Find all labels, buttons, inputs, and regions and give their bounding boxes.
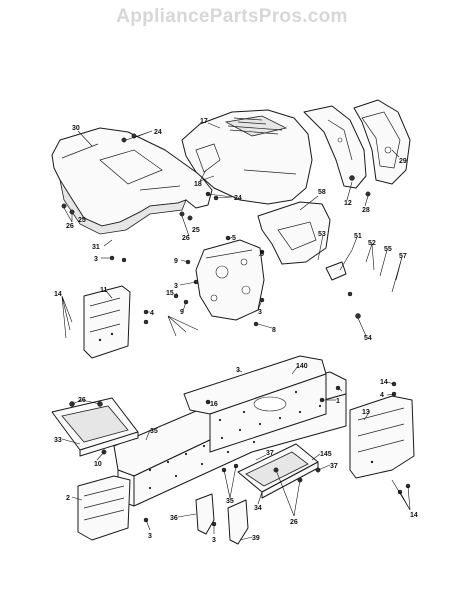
callout-26: 26	[78, 397, 86, 404]
callout-34: 34	[254, 505, 262, 512]
callout-18: 18	[194, 181, 202, 188]
callout-26: 26	[66, 223, 74, 230]
callout-145: 145	[320, 451, 332, 458]
callout-140: 140	[296, 363, 308, 370]
callout-51: 51	[354, 233, 362, 240]
callout-14: 14	[410, 512, 418, 519]
callout-36: 36	[170, 515, 178, 522]
callout-29: 29	[399, 158, 407, 165]
leader-lines	[61, 122, 411, 541]
callout-2: 2	[66, 495, 70, 502]
callout-35: 35	[150, 428, 158, 435]
part-39-bracket[interactable]	[227, 499, 249, 545]
callout-53: 53	[318, 231, 326, 238]
callout-24: 24	[154, 129, 162, 136]
callout-33: 33	[54, 437, 62, 444]
callout-1: 1	[336, 398, 340, 405]
part-11-side-panel-left[interactable]	[83, 285, 131, 359]
callout-3: 3	[94, 256, 98, 263]
callout-52: 52	[368, 240, 376, 247]
callout-25: 25	[78, 217, 86, 224]
callout-17: 17	[200, 118, 208, 125]
callout-28: 28	[362, 207, 370, 214]
callout-13: 13	[362, 409, 370, 416]
callout-3: 3	[236, 367, 240, 374]
callout-37: 37	[266, 450, 274, 457]
part-33-footrest-left[interactable]	[51, 397, 139, 457]
callout-31: 31	[92, 244, 100, 251]
callout-25: 25	[192, 227, 200, 234]
part-9-steering-bracket[interactable]	[195, 239, 265, 321]
callout-16: 16	[210, 401, 218, 408]
callout-4: 4	[150, 310, 154, 317]
callout-3: 3	[174, 283, 178, 290]
callout-8: 8	[272, 327, 276, 334]
callout-10: 10	[94, 461, 102, 468]
callout-30: 30	[72, 125, 80, 132]
part-1-frame[interactable]	[113, 355, 347, 507]
callout-58: 58	[318, 189, 326, 196]
callout-26: 26	[182, 235, 190, 242]
callout-3: 3	[212, 537, 216, 544]
callout-14: 14	[54, 291, 62, 298]
callout-11: 11	[100, 287, 108, 294]
part-2-bumper[interactable]	[77, 475, 131, 541]
callout-57: 57	[399, 253, 407, 260]
callout-35: 35	[226, 498, 234, 505]
callout-5: 5	[260, 251, 264, 258]
callout-15: 15	[166, 290, 174, 297]
callout-54: 54	[364, 335, 372, 342]
callout-9: 9	[180, 309, 184, 316]
watermark-text: AppliancePartsPros.com	[116, 6, 348, 27]
callout-24: 24	[234, 195, 242, 202]
callout-5: 5	[232, 235, 236, 242]
callout-12: 12	[344, 200, 352, 207]
part-13-side-panel-right[interactable]	[349, 395, 415, 479]
callout-4: 4	[380, 392, 384, 399]
callout-37: 37	[330, 463, 338, 470]
part-29-grille[interactable]	[303, 99, 411, 189]
part-58-dash-panel[interactable]	[257, 201, 347, 281]
callout-3: 3	[148, 533, 152, 540]
callout-55: 55	[384, 246, 392, 253]
callout-14: 14	[380, 379, 388, 386]
callout-labels: 30 24 17 29 18 12 28 24 58 26 25 26 25 3…	[54, 118, 418, 544]
callout-9: 9	[174, 258, 178, 265]
callout-39: 39	[252, 535, 260, 542]
part-36-bracket[interactable]	[195, 493, 215, 535]
callout-3: 3	[258, 309, 262, 316]
callout-26: 26	[290, 519, 298, 526]
